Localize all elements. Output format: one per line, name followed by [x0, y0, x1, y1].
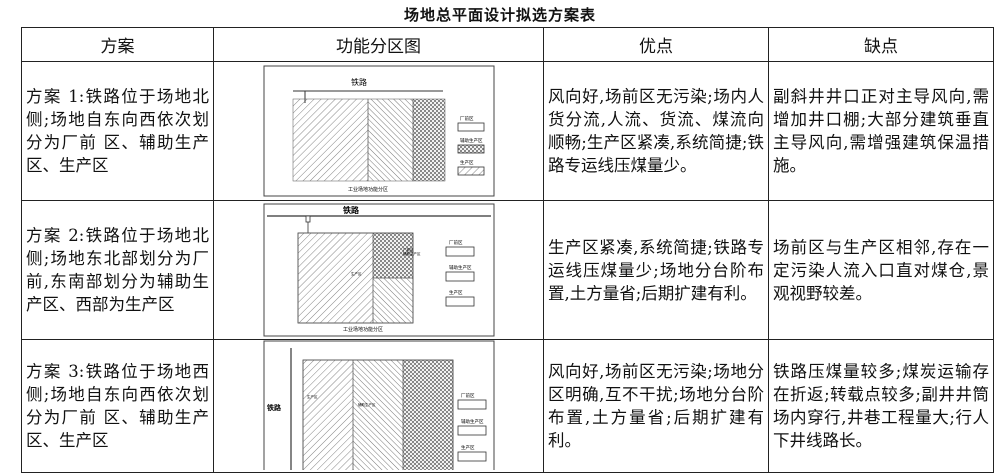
zoning-diagram-2: 铁路 厂前区 辅助生产区 生产区 厂前区 辅助生产区 生产区 工业场地功能分区: [263, 203, 494, 337]
legend-label: 辅助生产区: [461, 418, 484, 425]
legend-label: 辅助生产区: [460, 137, 483, 144]
zoning-diagram-3: 铁路 生产区 辅助生产区 厂前区 辅助生产区 生产区: [263, 340, 494, 470]
cons-cell: 铁路压煤量较多;煤炭运输存在折返;转载点较多;副井井筒场内穿行,井巷工程量大;行…: [768, 339, 994, 473]
zone-label: 生产区: [351, 271, 362, 276]
table-title: 场地总平面设计拟选方案表: [403, 6, 596, 24]
legend-label: 生产区: [449, 289, 463, 296]
table-row: 方案 1:铁路位于场地北侧;场地自东向西依次划分为厂前 区、辅助生产区、生产区 …: [21, 61, 994, 201]
zone-label: 辅助生产区: [403, 251, 421, 256]
zone-label: 辅助生产区: [358, 402, 376, 407]
scheme-cell: 方案 1:铁路位于场地北侧;场地自东向西依次划分为厂前 区、辅助生产区、生产区: [21, 61, 214, 201]
header-row: 方案 功能分区图 优点 缺点: [21, 27, 994, 62]
pros-cell: 生产区紧凑,系统简捷;铁路专运线压煤量少;场地分台阶布置,土方量省;后期扩建有利…: [543, 200, 769, 340]
diagram-cell: 铁路 厂前区 辅助生产区 生产区 厂前区 辅助生产区 生产区 工业场地功能分区: [213, 200, 544, 340]
legend-label: 厂前区: [460, 115, 474, 122]
header-cons: 缺点: [768, 27, 994, 62]
railway-label: 铁路: [267, 403, 282, 412]
header-diagram: 功能分区图: [213, 27, 544, 62]
scheme-cell: 方案 2:铁路位于场地北侧;场地东北部划分为厂前,东南部划分为辅助生产区、西部为…: [21, 200, 214, 340]
legend-label: 辅助生产区: [449, 264, 472, 271]
legend-label: 生产区: [461, 444, 475, 451]
table-row: 方案 3:铁路位于场地西侧;场地自东向西依次划分为厂前 区、辅助生产区、生产区 …: [21, 339, 994, 473]
legend-label: 厂前区: [461, 392, 475, 399]
cons-cell: 副斜井井口正对主导风向,需增加井口棚;大部分建筑垂直主导风向,需增强建筑保温措施…: [768, 61, 994, 201]
header-scheme: 方案: [21, 27, 214, 62]
diagram-caption: 工业场地功能分区: [343, 326, 383, 333]
table-row: 方案 2:铁路位于场地北侧;场地东北部划分为厂前,东南部划分为辅助生产区、西部为…: [21, 200, 994, 340]
pros-cell: 风向好,场前区无污染;场内人货分流,人流、货流、煤流向顺畅;生产区紧凑,系统简捷…: [543, 61, 769, 201]
diagram-cell: 铁路 厂前区 辅助生产区 生产区 工业场地功能分区: [213, 61, 544, 201]
legend-label: 生产区: [460, 159, 474, 166]
zone-label: 生产区: [307, 394, 318, 399]
diagram-caption: 工业场地功能分区: [348, 186, 388, 193]
header-pros: 优点: [543, 27, 769, 62]
diagram-cell: 铁路 生产区 辅助生产区 厂前区 辅助生产区 生产区: [213, 339, 544, 473]
zone-label: 厂前区: [403, 247, 414, 252]
zoning-diagram-1: 铁路 厂前区 辅助生产区 生产区 工业场地功能分区: [263, 65, 494, 197]
railway-label: 铁路: [351, 77, 367, 87]
scheme-cell: 方案 3:铁路位于场地西侧;场地自东向西依次划分为厂前 区、辅助生产区、生产区: [21, 339, 214, 473]
legend-label: 厂前区: [449, 239, 463, 246]
scheme-table: 方案 功能分区图 优点 缺点 方案 1:铁路位于场地北侧;场地自东向西依次划分为…: [21, 27, 994, 473]
railway-label: 铁路: [343, 205, 360, 215]
cons-cell: 场前区与生产区相邻,存在一定污染人流入口直对煤仓,景观视野较差。: [768, 200, 994, 340]
pros-cell: 风向好,场前区无污染;场地分区明确,互不干扰;场地分台阶布置,土方量省;后期扩建…: [543, 339, 769, 473]
